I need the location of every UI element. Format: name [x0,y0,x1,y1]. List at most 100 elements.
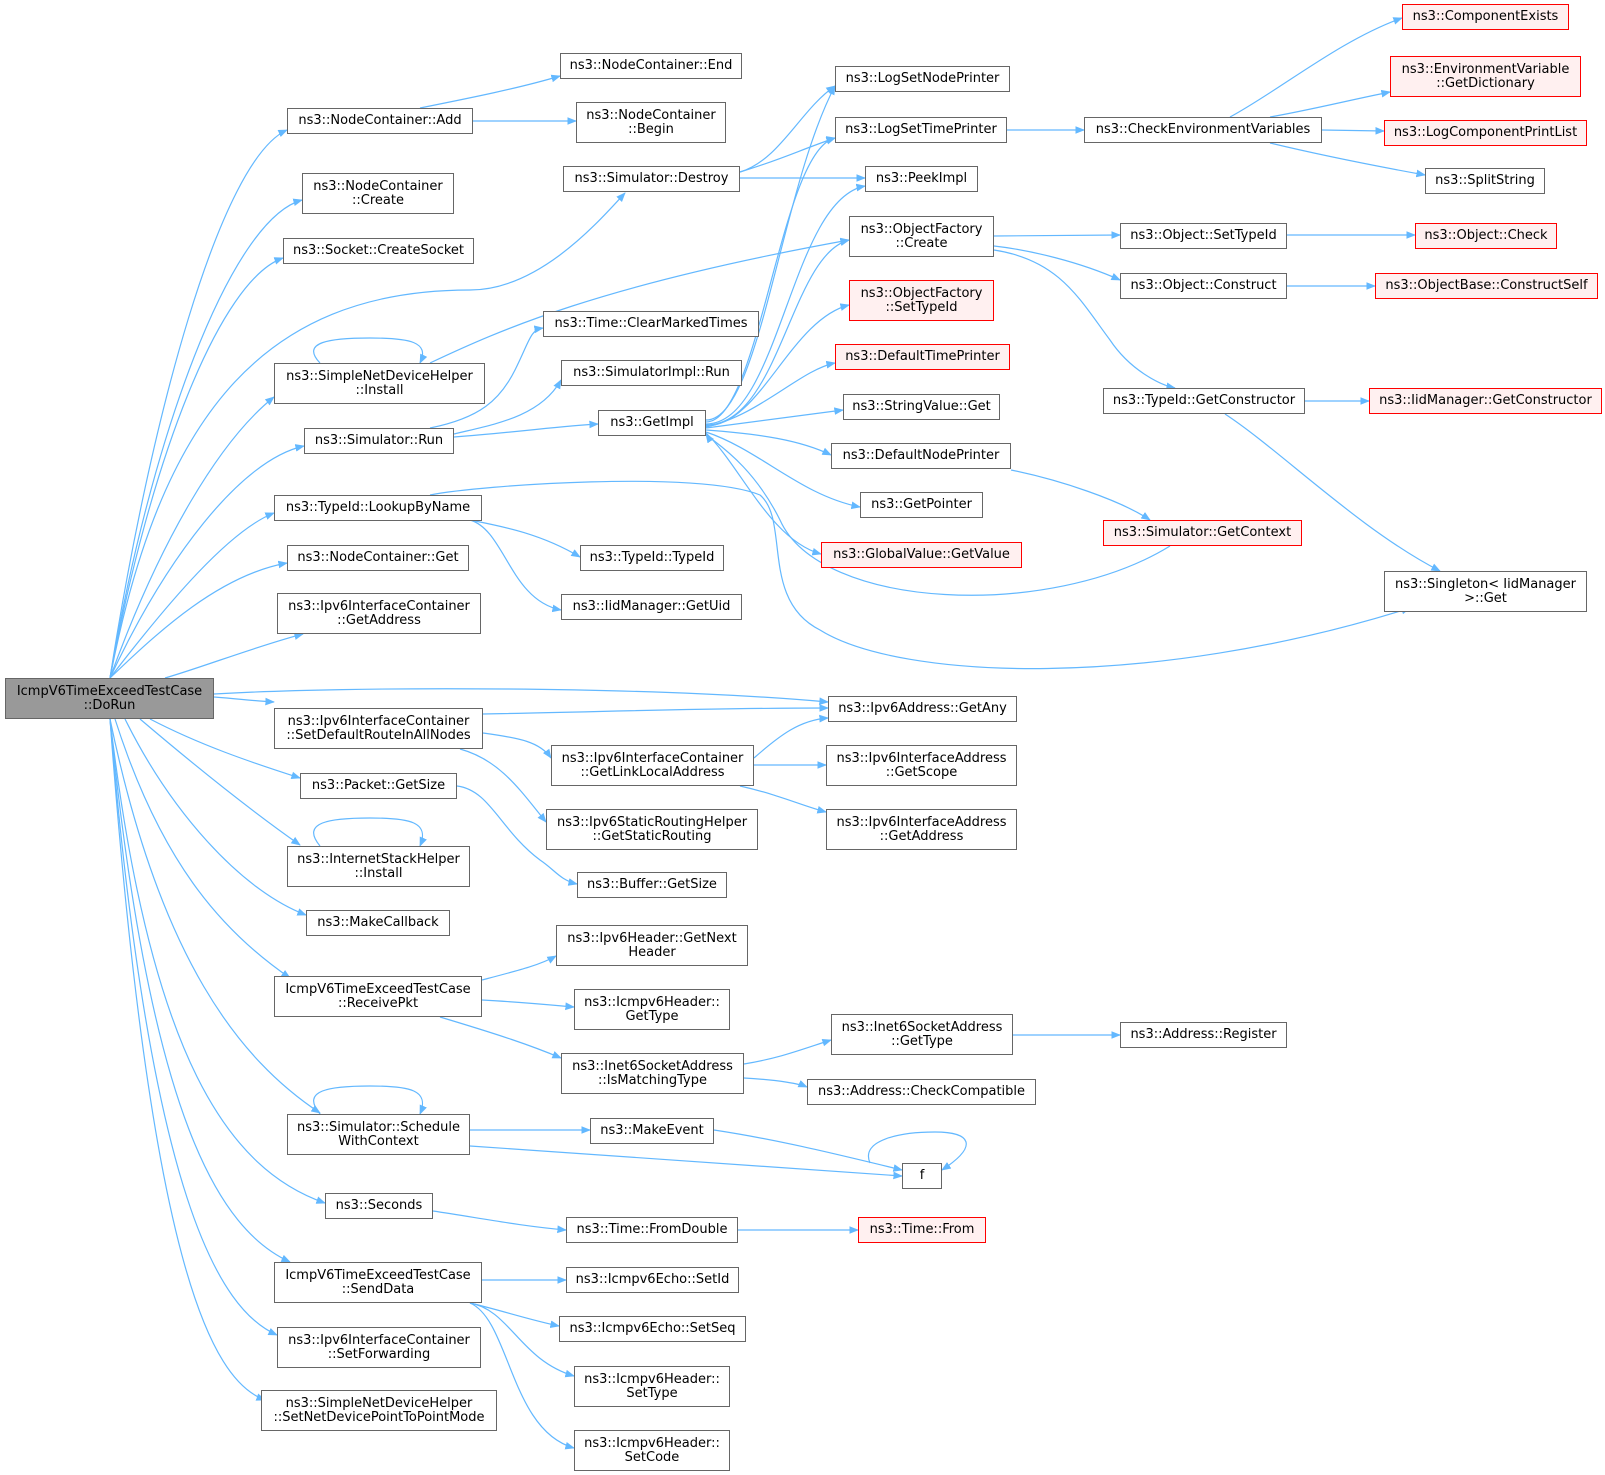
node-icmpv6hdr_settype[interactable]: ns3::Icmpv6Header::SetType [574,1366,730,1407]
node-obj_settypeid[interactable]: ns3::Object::SetTypeId [1120,223,1287,249]
call-edge [705,360,836,428]
node-address_checkcompat[interactable]: ns3::Address::CheckCompatible [807,1079,1036,1105]
call-edge [313,337,428,364]
node-default_time_printer[interactable]: ns3::DefaultTimePrinter [835,344,1010,370]
node-obj_construct[interactable]: ns3::Object::Construct [1120,273,1287,299]
node-typeid_typeid[interactable]: ns3::TypeId::TypeId [580,545,724,571]
call-edge [453,420,599,438]
node-stringvalue_get[interactable]: ns3::StringValue::Get [843,394,1000,420]
node-iidmanager_getuid[interactable]: ns3::IidManager::GetUid [561,594,742,620]
call-edge [109,257,284,679]
call-edge [439,1016,562,1059]
call-edge [1269,142,1426,178]
node-icmpv6echo_setseq[interactable]: ns3::Icmpv6Echo::SetSeq [559,1316,746,1342]
node-get_impl[interactable]: ns3::GetImpl [598,410,706,436]
node-time_from[interactable]: ns3::Time::From [858,1217,986,1243]
node-nc_get[interactable]: ns3::NodeContainer::Get [287,545,469,571]
node-nc_begin[interactable]: ns3::NodeContainer::Begin [576,102,726,143]
call-edge [469,519,562,613]
node-sndh_setp2p[interactable]: ns3::SimpleNetDeviceHelper::SetNetDevice… [261,1390,497,1431]
node-ipv6ic_getaddress[interactable]: ns3::Ipv6InterfaceContainer::GetAddress [277,593,481,634]
node-make_event[interactable]: ns3::MakeEvent [590,1118,714,1144]
node-f[interactable]: f [902,1163,942,1189]
node-singleton_get[interactable]: ns3::Singleton< IidManager>::Get [1384,571,1587,612]
call-edge [109,512,275,679]
node-nc_create[interactable]: ns3::NodeContainer::Create [302,173,454,214]
node-globalvalue_getvalue[interactable]: ns3::GlobalValue::GetValue [821,542,1022,568]
node-log_node_printer[interactable]: ns3::LogSetNodePrinter [835,66,1010,92]
node-ipv6ic_setdefault[interactable]: ns3::Ipv6InterfaceContainer::SetDefaultR… [274,708,483,749]
call-edge [109,718,266,1401]
node-split_string[interactable]: ns3::SplitString [1425,168,1545,194]
node-env_getdict[interactable]: ns3::EnvironmentVariable::GetDictionary [1390,56,1581,97]
node-obj_check[interactable]: ns3::Object::Check [1415,223,1557,249]
call-edge [124,718,307,916]
call-edge [993,245,1121,281]
node-ipv6srh_getstatic[interactable]: ns3::Ipv6StaticRoutingHelper::GetStaticR… [546,809,758,850]
node-sim_run[interactable]: ns3::Simulator::Run [304,428,454,454]
node-peek_impl[interactable]: ns3::PeekImpl [865,166,978,192]
node-time_fromdouble[interactable]: ns3::Time::FromDouble [566,1217,738,1243]
node-sock_create[interactable]: ns3::Socket::CreateSocket [283,238,474,264]
node-default_node_printer[interactable]: ns3::DefaultNodePrinter [831,443,1011,469]
node-log_comp_print[interactable]: ns3::LogComponentPrintList [1384,120,1587,146]
call-edge [705,429,832,456]
call-edge [419,74,561,109]
node-make_callback[interactable]: ns3::MakeCallback [306,910,450,936]
node-of_create[interactable]: ns3::ObjectFactory::Create [849,216,994,257]
call-edge [469,1302,575,1450]
call-edge [705,407,844,429]
node-address_register[interactable]: ns3::Address::Register [1120,1022,1287,1048]
node-receive_pkt[interactable]: IcmpV6TimeExceedTestCase::ReceivePkt [274,976,482,1017]
call-edge [993,231,1121,239]
node-send_data[interactable]: IcmpV6TimeExceedTestCase::SendData [274,1262,482,1303]
node-log_time_printer[interactable]: ns3::LogSetTimePrinter [835,117,1007,143]
call-edge [469,1302,575,1378]
node-nc_add[interactable]: ns3::NodeContainer::Add [287,108,473,134]
call-edge [109,718,326,1204]
node-iidmanager_getconstructor[interactable]: ns3::IidManager::GetConstructor [1369,388,1602,414]
node-time_clearmarked[interactable]: ns3::Time::ClearMarkedTimes [543,311,759,337]
node-sim_destroy[interactable]: ns3::Simulator::Destroy [563,166,740,192]
call-edge [739,137,836,173]
node-sndh_install[interactable]: ns3::SimpleNetDeviceHelper::Install [274,363,485,404]
node-ipv6ia_getscope[interactable]: ns3::Ipv6InterfaceAddress::GetScope [826,745,1017,786]
call-edge [432,1210,567,1234]
node-nc_end[interactable]: ns3::NodeContainer::End [560,53,742,79]
node-icmpv6hdr_gettype[interactable]: ns3::Icmpv6Header::GetType [574,989,730,1030]
node-simimpl_run[interactable]: ns3::SimulatorImpl::Run [561,360,742,386]
call-edge [139,718,301,846]
node-ipv6ic_getlinklocal[interactable]: ns3::Ipv6InterfaceContainer::GetLinkLoca… [551,745,754,786]
node-typeid_lookup[interactable]: ns3::TypeId::LookupByName [274,495,482,521]
node-objbase_constructself[interactable]: ns3::ObjectBase::ConstructSelf [1375,273,1598,299]
call-edge [109,396,275,679]
node-seconds[interactable]: ns3::Seconds [325,1193,433,1219]
call-edge [109,718,291,1263]
node-inet6_gettype[interactable]: ns3::Inet6SocketAddress::GetType [831,1014,1013,1055]
node-ipv6ic_setforwarding[interactable]: ns3::Ipv6InterfaceContainer::SetForwardi… [277,1327,481,1368]
call-edge [753,714,829,759]
node-check_env[interactable]: ns3::CheckEnvironmentVariables [1084,117,1322,143]
node-component_exists[interactable]: ns3::ComponentExists [1402,4,1569,30]
call-edge [109,560,288,679]
call-edge [213,696,275,706]
node-ish_install[interactable]: ns3::InternetStackHelper::Install [287,846,470,887]
node-sim_getcontext[interactable]: ns3::Simulator::GetContext [1103,520,1302,546]
call-edge [453,379,562,435]
node-inet6_ismatching[interactable]: ns3::Inet6SocketAddress::IsMatchingType [561,1053,744,1094]
node-of_settypeid[interactable]: ns3::ObjectFactory::SetTypeId [849,280,994,321]
node-icmpv6hdr_setcode[interactable]: ns3::Icmpv6Header::SetCode [574,1430,730,1471]
node-ipv6ia_getaddress[interactable]: ns3::Ipv6InterfaceAddress::GetAddress [826,809,1017,850]
node-buffer_getsize[interactable]: ns3::Buffer::GetSize [577,872,727,898]
node-packet_getsize[interactable]: ns3::Packet::GetSize [300,773,457,799]
node-ipv6addr_getany[interactable]: ns3::Ipv6Address::GetAny [828,696,1017,722]
node-icmpv6echo_setid[interactable]: ns3::Icmpv6Echo::SetId [566,1267,739,1293]
call-edge [739,785,827,814]
node-typeid_getconstructor[interactable]: ns3::TypeId::GetConstructor [1103,388,1305,414]
call-edge [109,718,321,1114]
node-get_pointer[interactable]: ns3::GetPointer [860,492,983,518]
